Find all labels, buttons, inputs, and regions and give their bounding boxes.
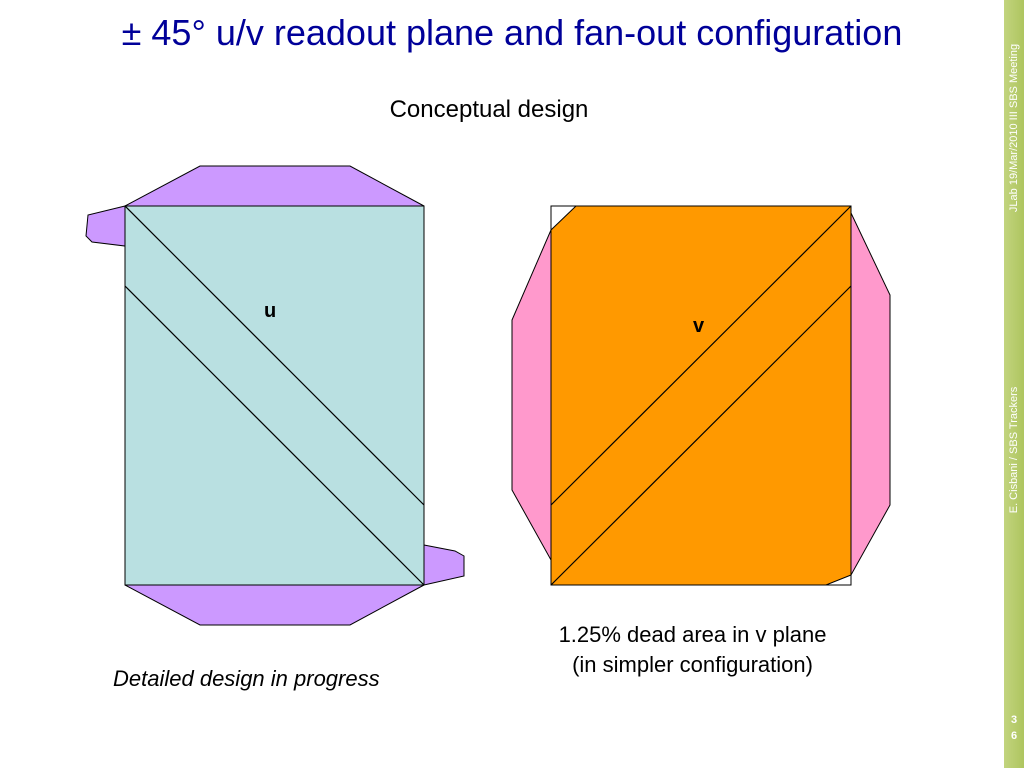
right-side-bar <box>1004 0 1024 768</box>
u-plane-label: u <box>264 300 276 322</box>
u-fanout-top <box>124 165 425 207</box>
page-number: 3 6 <box>1008 712 1020 744</box>
dead-area-note-line2: (in simpler configuration) <box>572 652 813 677</box>
author-info-text: E. Cisbani / SBS Trackers <box>1008 386 1020 514</box>
page-number-digit-2: 6 <box>1010 730 1018 742</box>
v-fanout-right <box>850 212 891 577</box>
u-fanout-tab-left <box>85 205 126 247</box>
detailed-design-note: Detailed design in progress <box>113 666 380 691</box>
slide-title: ± 45° u/v readout plane and fan-out conf… <box>121 12 903 53</box>
u-readout-plane <box>124 205 425 586</box>
v-readout-plane <box>550 205 852 586</box>
u-plane-group: u <box>85 165 465 626</box>
meeting-info-text: JLab 19/Mar/2010 III SBS Meeting <box>1008 43 1020 213</box>
v-fanout-left <box>511 229 552 562</box>
u-fanout-bottom <box>124 584 425 626</box>
u-strip-line-1 <box>124 205 425 506</box>
u-fanout-tab-right <box>423 544 465 586</box>
slide-subtitle: Conceptual design <box>389 96 589 123</box>
u-strip-line-2 <box>124 285 425 586</box>
v-plane-label: v <box>693 315 705 337</box>
page-number-digit-1: 3 <box>1010 714 1018 726</box>
v-strip-line-2 <box>550 285 852 586</box>
dead-area-note: 1.25% dead area in v plane (in simpler c… <box>500 620 885 680</box>
v-plane-group: v <box>511 205 891 586</box>
v-strip-line-1 <box>550 205 852 506</box>
uv-planes-diagram: u v <box>85 165 891 626</box>
dead-area-note-line1: 1.25% dead area in v plane <box>558 622 827 647</box>
